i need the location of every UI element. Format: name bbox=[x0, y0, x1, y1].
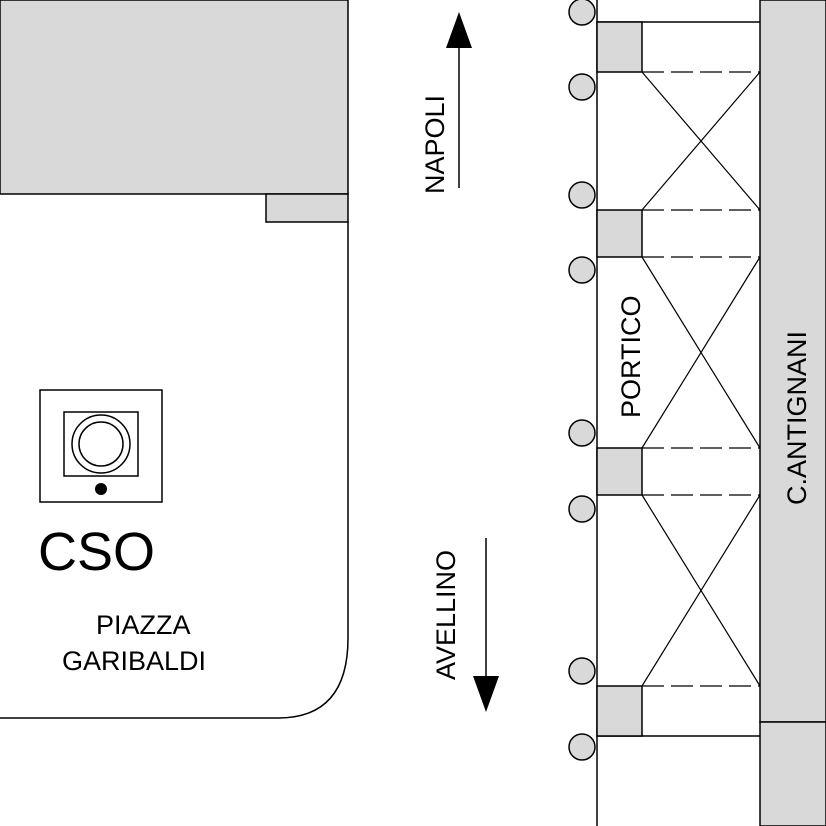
monitoring-station-icon[interactable] bbox=[39, 389, 163, 503]
portico-pillar bbox=[596, 685, 643, 737]
street-label: C.ANTIGNANI bbox=[782, 331, 812, 505]
column-circle bbox=[568, 733, 596, 761]
column-circle bbox=[568, 495, 596, 523]
column-circle bbox=[568, 657, 596, 685]
building-strip-right bbox=[759, 0, 826, 826]
portico-label: PORTICO bbox=[616, 295, 646, 418]
column-circle bbox=[568, 73, 596, 101]
portico-arcade bbox=[596, 0, 761, 826]
column-circle bbox=[568, 419, 596, 447]
piazza-outline bbox=[0, 222, 349, 719]
portico-pillar bbox=[596, 209, 643, 258]
column-circle bbox=[568, 181, 596, 209]
column-circle bbox=[568, 256, 596, 284]
portico-pillar bbox=[596, 21, 643, 73]
direction-north-label: NAPOLI bbox=[420, 95, 450, 194]
square-name-line2: GARIBALDI bbox=[62, 646, 206, 676]
arrow-up-icon bbox=[446, 12, 472, 188]
arrow-down-icon bbox=[473, 538, 499, 712]
building-block-top-left bbox=[0, 0, 349, 223]
direction-south-label: AVELLINO bbox=[431, 550, 461, 680]
column-circle bbox=[568, 0, 596, 26]
square-name-line1: PIAZZA bbox=[96, 610, 191, 640]
portico-pillar bbox=[596, 447, 643, 496]
marker-label: CSO bbox=[38, 522, 155, 582]
